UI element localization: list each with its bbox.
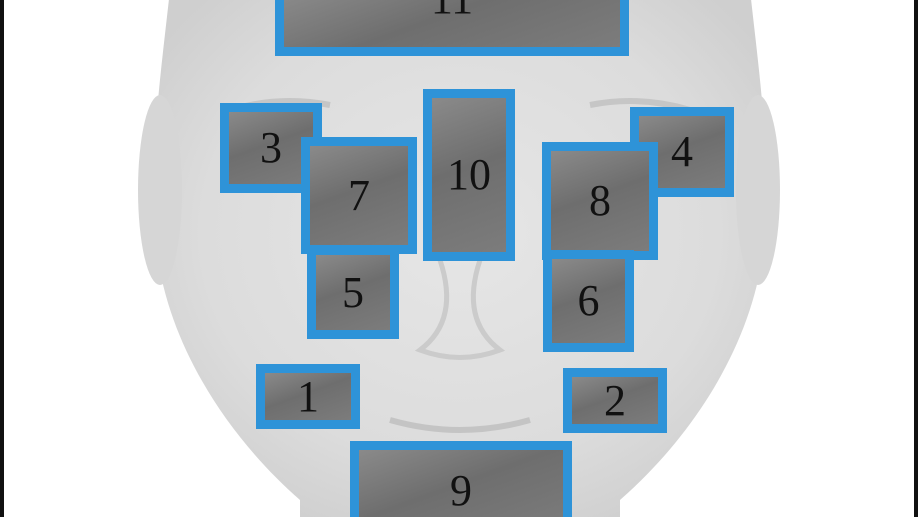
region-label-10: 10 xyxy=(447,153,491,197)
region-box-7: 7 xyxy=(301,137,417,254)
region-label-2: 2 xyxy=(604,379,626,423)
region-box-1: 1 xyxy=(256,364,360,429)
region-label-8: 8 xyxy=(589,179,611,223)
region-label-7: 7 xyxy=(348,174,370,218)
region-label-3: 3 xyxy=(260,126,282,170)
region-box-10: 10 xyxy=(423,89,515,261)
region-box-5: 5 xyxy=(307,246,399,339)
region-label-4: 4 xyxy=(671,130,693,174)
region-label-1: 1 xyxy=(297,375,319,419)
region-label-6: 6 xyxy=(578,279,600,323)
figure-border-left xyxy=(0,0,4,517)
region-label-9: 9 xyxy=(450,469,472,513)
region-label-5: 5 xyxy=(342,271,364,315)
figure-border-right xyxy=(914,0,918,517)
region-box-8: 8 xyxy=(542,142,658,260)
left-ear xyxy=(138,95,182,285)
region-label-11: 11 xyxy=(431,0,473,21)
region-box-9: 9 xyxy=(350,441,572,517)
region-box-2: 2 xyxy=(563,368,667,433)
region-box-6: 6 xyxy=(543,250,634,352)
region-box-11: 11 xyxy=(275,0,629,56)
right-ear xyxy=(736,95,780,285)
